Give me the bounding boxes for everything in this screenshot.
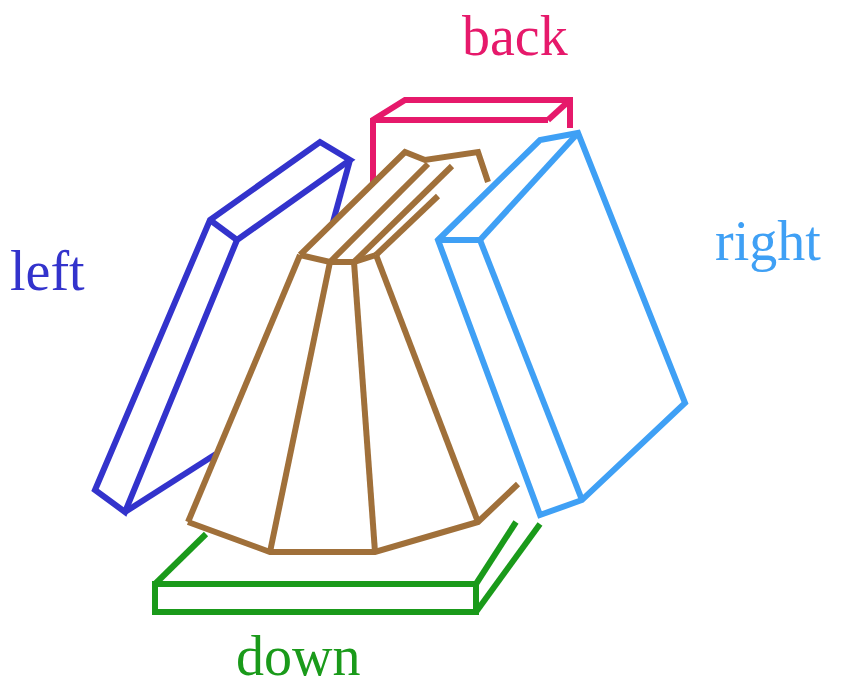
down-plate: [155, 522, 540, 612]
plate-label: right: [715, 213, 821, 269]
right-plate: [438, 133, 685, 515]
left-plate: [95, 142, 350, 512]
plate-label: down: [236, 628, 360, 684]
plate-label: back: [462, 8, 568, 64]
plate-label: left: [10, 243, 85, 299]
